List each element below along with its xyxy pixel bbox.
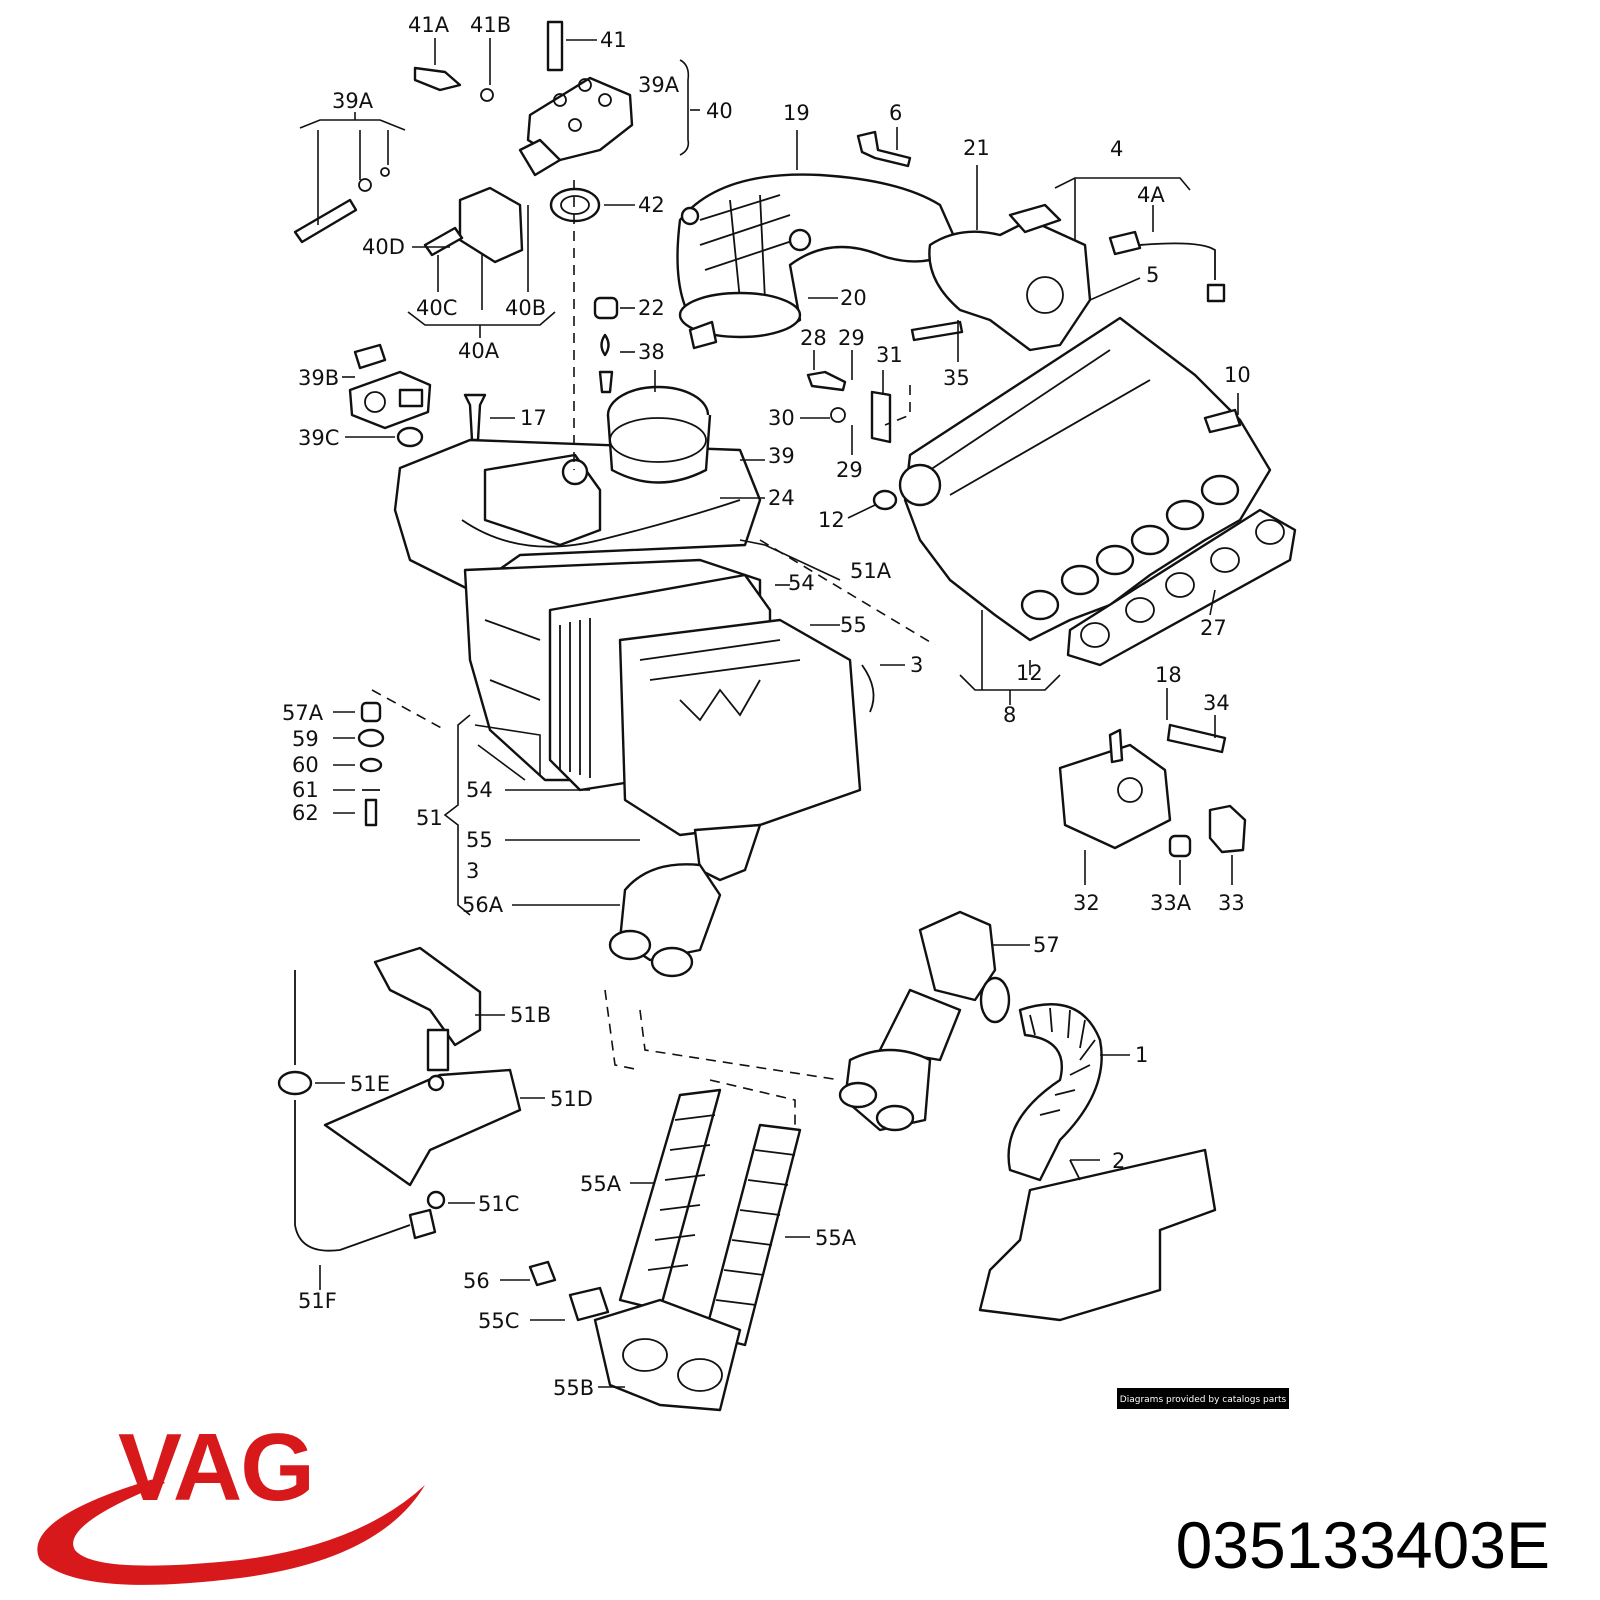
callout-2: 2 — [1112, 1149, 1125, 1173]
callout-57: 57 — [1033, 933, 1060, 957]
callout-39A: 39A — [332, 89, 374, 113]
callout-55B: 55B — [553, 1376, 594, 1400]
leader-lines — [299, 38, 1239, 1388]
callout-30: 30 — [768, 406, 795, 430]
callout-29: 29 — [836, 458, 863, 482]
callout-24: 24 — [768, 486, 795, 510]
callout-51C: 51C — [478, 1192, 519, 1216]
vag-logo: VAG — [37, 1414, 425, 1585]
callout-35: 35 — [943, 366, 970, 390]
callout-17: 17 — [520, 406, 547, 430]
callout-41: 41 — [600, 28, 627, 52]
logo-swoosh — [37, 1479, 425, 1585]
callout-56: 56 — [463, 1269, 490, 1293]
callout-38: 38 — [638, 340, 665, 364]
callout-34: 34 — [1203, 691, 1230, 715]
callout-51D: 51D — [550, 1087, 593, 1111]
callout-12: 12 — [1016, 661, 1043, 685]
callout-19: 19 — [783, 101, 810, 125]
callout-54: 54 — [788, 571, 815, 595]
credit-badge: Diagrams provided by catalogs parts — [1117, 1388, 1289, 1409]
callout-55A: 55A — [580, 1172, 622, 1196]
callout-4: 4 — [1110, 137, 1123, 161]
callout-12: 12 — [818, 508, 845, 532]
callout-labels: 41A 41B 41 39A 40 39A 19 6 21 4 4A 5 42 … — [282, 13, 1251, 1400]
callout-21: 21 — [963, 136, 990, 160]
callout-62: 62 — [292, 801, 319, 825]
callout-28: 28 — [800, 326, 827, 350]
callout-33: 33 — [1218, 891, 1245, 915]
callout-40B: 40B — [505, 296, 546, 320]
callout-31: 31 — [876, 343, 903, 367]
brand-wordmark: VAG — [118, 1414, 313, 1521]
callout-5: 5 — [1146, 263, 1159, 287]
callout-51E: 51E — [350, 1072, 390, 1096]
callout-41A: 41A — [408, 13, 450, 37]
callout-39A: 39A — [638, 73, 680, 97]
callout-40A: 40A — [458, 339, 500, 363]
callout-3: 3 — [466, 859, 479, 883]
callout-55: 55 — [840, 613, 867, 637]
callout-20: 20 — [840, 286, 867, 310]
callout-55A: 55A — [815, 1226, 857, 1250]
callout-39B: 39B — [298, 366, 339, 390]
callout-33A: 33A — [1150, 891, 1192, 915]
callout-51B: 51B — [510, 1003, 551, 1027]
callout-55: 55 — [466, 828, 493, 852]
callout-41B: 41B — [470, 13, 511, 37]
callout-51F: 51F — [298, 1289, 337, 1313]
credit-text: Diagrams provided by catalogs parts — [1120, 1395, 1287, 1405]
callout-60: 60 — [292, 753, 319, 777]
callout-54: 54 — [466, 778, 493, 802]
callout-40C: 40C — [416, 296, 457, 320]
callout-10: 10 — [1224, 363, 1251, 387]
callout-39C: 39C — [298, 426, 339, 450]
callout-29: 29 — [838, 326, 865, 350]
callout-51A: 51A — [850, 559, 892, 583]
callout-59: 59 — [292, 727, 319, 751]
callout-57A: 57A — [282, 701, 324, 725]
callout-39: 39 — [768, 444, 795, 468]
callout-61: 61 — [292, 778, 319, 802]
callout-55C: 55C — [478, 1309, 519, 1333]
part-number: 035133403E — [1176, 1508, 1550, 1582]
callout-27: 27 — [1200, 616, 1227, 640]
dashed-connectors — [371, 180, 936, 1125]
callout-40: 40 — [706, 99, 733, 123]
callout-18: 18 — [1155, 663, 1182, 687]
parts-artwork — [277, 20, 1297, 1412]
callout-8: 8 — [1003, 703, 1016, 727]
callout-42: 42 — [638, 193, 665, 217]
callout-22: 22 — [638, 296, 665, 320]
callout-3: 3 — [910, 653, 923, 677]
callout-40D: 40D — [362, 235, 405, 259]
callout-6: 6 — [889, 101, 902, 125]
callout-32: 32 — [1073, 891, 1100, 915]
callout-56A: 56A — [462, 893, 504, 917]
callout-1: 1 — [1135, 1043, 1148, 1067]
callout-4A: 4A — [1137, 183, 1165, 207]
callout-51: 51 — [416, 806, 443, 830]
